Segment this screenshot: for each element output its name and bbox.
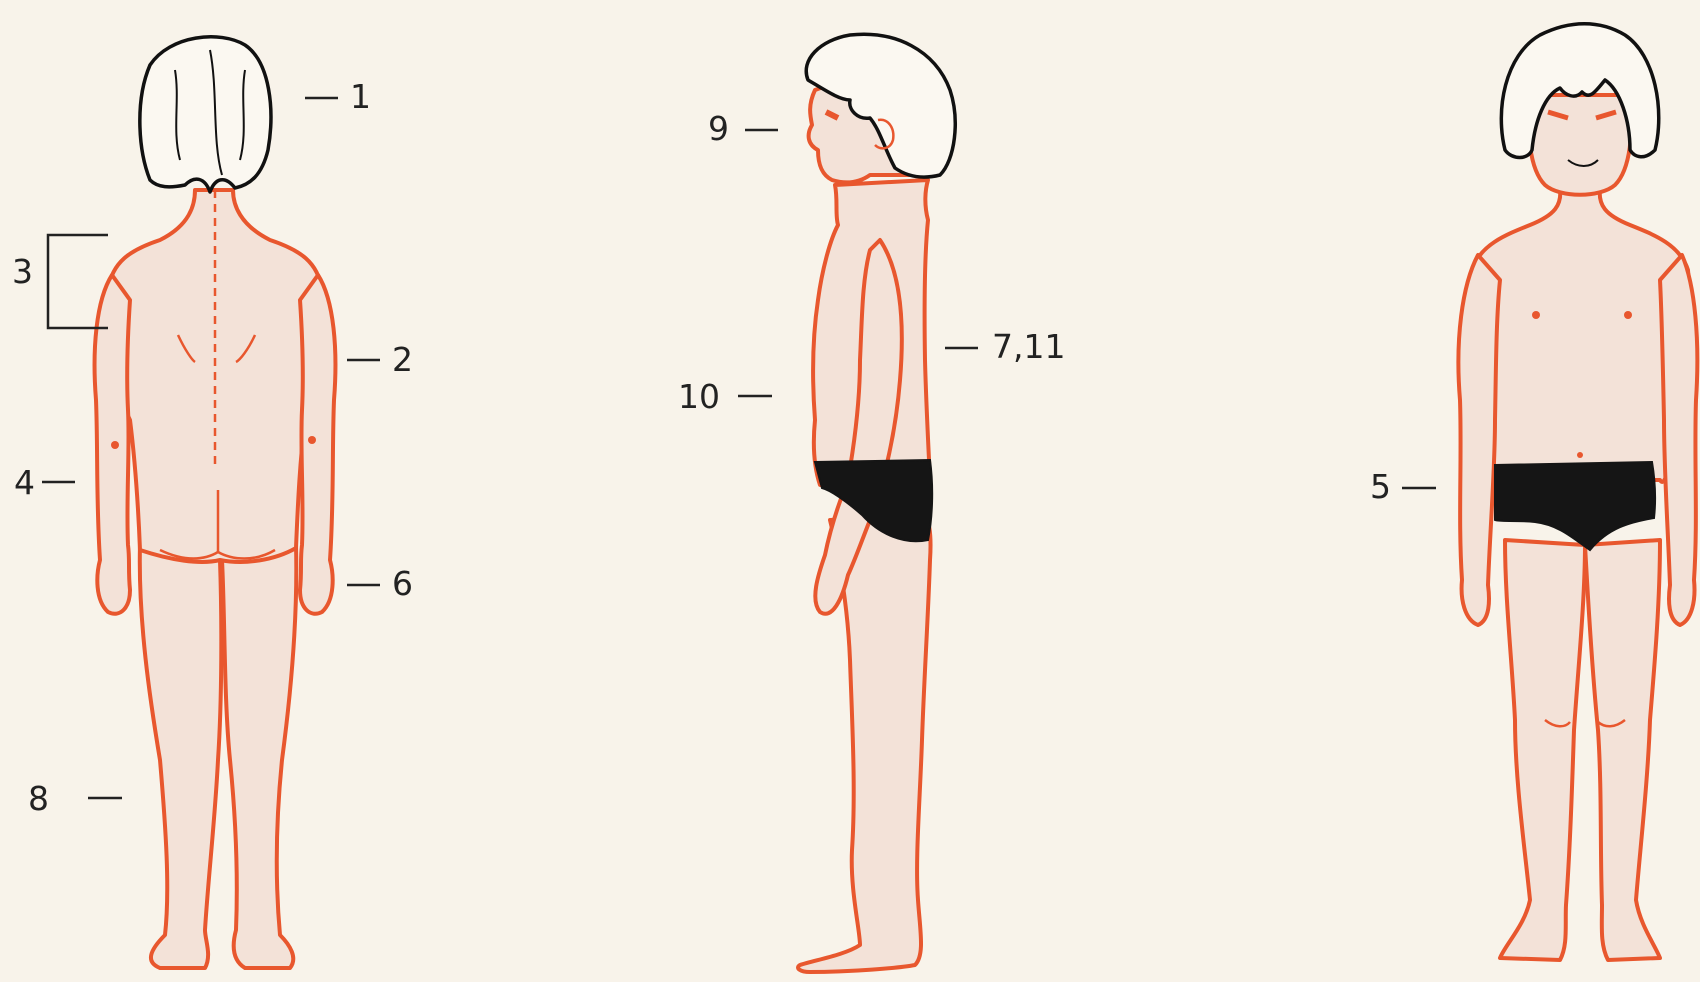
front-right-leg (1585, 540, 1660, 960)
front-labels: 5 (1370, 467, 1436, 506)
front-underwear (1495, 462, 1655, 550)
side-view-figure (798, 34, 955, 972)
label-3: 3 (12, 252, 33, 291)
label-10: 10 (678, 377, 720, 416)
back-left-leg (140, 545, 222, 968)
label-2: 2 (392, 340, 413, 379)
front-left-arm (1458, 255, 1500, 625)
label-4: 4 (14, 463, 35, 502)
front-left-leg (1500, 540, 1585, 960)
front-view-figure (1458, 24, 1697, 960)
back-view-figure (48, 37, 335, 968)
label-8: 8 (28, 779, 49, 818)
front-torso (1470, 188, 1690, 482)
label-7-11: 7,11 (992, 327, 1065, 366)
front-right-arm (1660, 255, 1697, 625)
back-hair (140, 37, 271, 192)
back-right-arm (300, 275, 335, 614)
back-right-leg (222, 545, 296, 968)
label-1: 1 (350, 77, 371, 116)
front-face (1529, 95, 1631, 195)
label-6: 6 (392, 564, 413, 603)
label-5: 5 (1370, 467, 1391, 506)
label-9: 9 (708, 109, 729, 148)
